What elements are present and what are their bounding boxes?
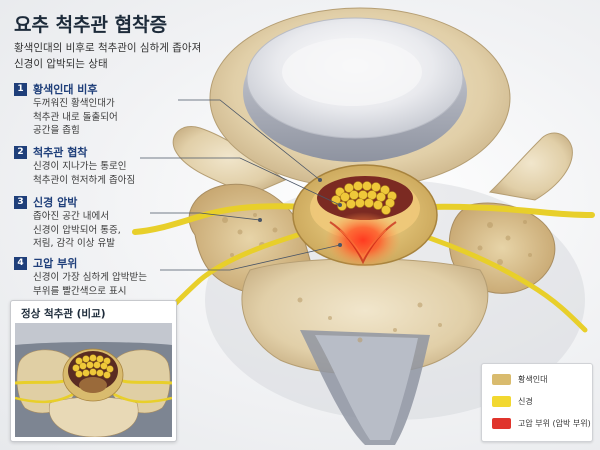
- legend-swatch-high-pressure: [492, 418, 511, 429]
- callout-description: 두꺼워진 황색인대가 척추관 내로 돌출되어 공간을 좁힘: [33, 98, 118, 136]
- callout-title: 척추관 협착: [33, 146, 88, 159]
- legend-label: 신경: [518, 397, 533, 406]
- legend-swatch-ligament: [492, 374, 511, 385]
- legend-label: 황색인대: [518, 375, 548, 384]
- page-title: 요추 척추관 협착증: [14, 14, 168, 36]
- legend-label: 고압 부위 (압박 부위): [518, 419, 591, 428]
- inset-title: 정상 척추관 (비교): [21, 308, 106, 320]
- page-subtitle: 황색인대의 비후로 척추관이 심하게 좁아져 신경이 압박되는 상태: [14, 42, 202, 70]
- callout-number: 1: [14, 83, 27, 96]
- normal-canal-illustration: [15, 323, 172, 437]
- legend-swatch-nerve: [492, 396, 511, 407]
- callout-number: 3: [14, 196, 27, 209]
- callout-description: 좁아진 공간 내에서 신경이 압박되어 통증, 저림, 감각 이상 유발: [33, 211, 121, 249]
- callout-title: 황색인대 비후: [33, 83, 98, 96]
- callout-number: 2: [14, 146, 27, 159]
- normal-canal-inset: 정상 척추관 (비교): [10, 300, 177, 442]
- callout-description: 신경이 가장 심하게 압박받는 부위를 빨간색으로 표시: [33, 272, 147, 297]
- legend: 황색인대 신경 고압 부위 (압박 부위): [481, 363, 593, 442]
- callout-title: 신경 압박: [33, 196, 78, 209]
- callout-description: 신경이 지나가는 통로인 척추관이 현저하게 좁아짐: [33, 161, 136, 186]
- callout-title: 고압 부위: [33, 257, 78, 270]
- callout-number: 4: [14, 257, 27, 270]
